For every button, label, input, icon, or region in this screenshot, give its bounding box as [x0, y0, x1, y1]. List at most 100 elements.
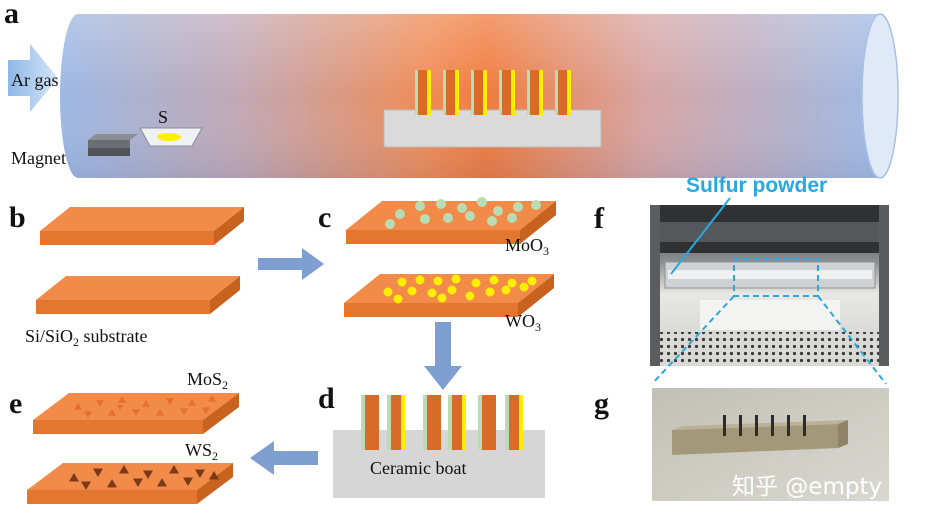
arrow-d-to-e	[250, 441, 318, 475]
wo3-particle	[407, 286, 417, 296]
arrow-b-to-c	[258, 248, 324, 280]
strip-substrate-a	[530, 70, 539, 115]
wo3-particle	[437, 293, 447, 303]
ws2-flake	[119, 465, 129, 474]
wo3-particle	[489, 275, 499, 285]
mos2-flake	[96, 400, 104, 407]
ws2-flake	[81, 481, 91, 490]
ws2-flake	[183, 477, 193, 486]
strip-yellow-a	[567, 70, 571, 115]
mos2-label: MoS2	[187, 369, 228, 392]
substrate-b-bottom	[36, 276, 240, 314]
substrate-b-top	[40, 207, 244, 245]
mos2-flake	[74, 403, 82, 410]
substrate-wo3	[344, 274, 554, 317]
ws2-flake	[93, 468, 103, 477]
sulfur-powder-label: Sulfur powder	[686, 174, 827, 197]
zoom-line-left	[651, 295, 735, 385]
strip-green	[478, 395, 482, 450]
ws2-flake	[157, 478, 167, 487]
moo3-particle	[415, 201, 425, 211]
wo3-particle	[383, 287, 393, 297]
wo3-particle	[501, 285, 511, 295]
ws2-flake	[69, 473, 79, 482]
ws2-flake	[143, 470, 153, 479]
quartz-tube	[60, 13, 899, 179]
wo3-particle	[465, 291, 475, 301]
wo3-particle	[451, 274, 461, 284]
strip-substrate	[452, 395, 462, 450]
strip-green	[448, 395, 452, 450]
strip-substrate	[427, 395, 437, 450]
strip-green-a	[527, 70, 530, 115]
moo3-particle	[493, 206, 503, 216]
strip-substrate-a	[446, 70, 455, 115]
mos2-flake	[108, 409, 116, 416]
wo3-particle	[415, 275, 425, 285]
panel-letter-e: e	[9, 387, 22, 420]
moo3-particle	[465, 211, 475, 221]
magnet-label: Magnet	[11, 148, 66, 168]
ws2-label: WS2	[185, 440, 218, 463]
substrate-mos2	[33, 393, 239, 434]
wo3-particle	[471, 278, 481, 288]
panel-letter-a: a	[4, 0, 19, 30]
panel-g: g 知乎 @empty	[594, 387, 889, 501]
strip-yellow	[462, 395, 466, 450]
panel-a: a Ar gas Magnet S	[4, 0, 899, 179]
wo3-particle	[393, 294, 403, 304]
strip-substrate-a	[558, 70, 567, 115]
mos2-flake	[202, 407, 210, 414]
wo3-particle	[397, 277, 407, 287]
zoom-box	[733, 258, 819, 297]
strip-yellow-a	[483, 70, 487, 115]
panel-d: d Ceramic boat	[318, 382, 545, 498]
strip-green-a	[499, 70, 502, 115]
substrate-pin	[739, 415, 742, 436]
strip-green-a	[471, 70, 474, 115]
mos2-flake	[156, 409, 164, 416]
substrate-pin	[723, 415, 726, 436]
ws2-flake	[133, 478, 143, 487]
moo3-particle	[395, 209, 405, 219]
moo3-particle	[477, 197, 487, 207]
substrate-label: Si/SiO2 substrate	[25, 326, 148, 349]
moo3-particle	[487, 216, 497, 226]
wo3-particle	[527, 276, 537, 286]
mos2-flake	[180, 408, 188, 415]
magnet	[88, 134, 138, 156]
substrate-pin	[787, 415, 790, 436]
strip-substrate	[365, 395, 375, 450]
ws2-flake	[107, 479, 117, 488]
substrate-pin	[771, 415, 774, 436]
wo3-particle	[485, 287, 495, 297]
substrate-pin	[755, 415, 758, 436]
strip-yellow	[401, 395, 405, 450]
boat-photo	[652, 388, 889, 501]
wo3-particle	[447, 285, 457, 295]
panel-letter-b: b	[9, 201, 26, 234]
furnace-photo	[650, 205, 889, 366]
wo3-label: WO3	[505, 311, 541, 334]
mos2-flake	[117, 404, 123, 410]
mos2-flake	[132, 409, 140, 416]
zoom-line-right	[817, 295, 887, 385]
panel-letter-d: d	[318, 382, 335, 415]
substrate-pin	[803, 415, 806, 436]
strip-substrate-a	[474, 70, 483, 115]
strip-green	[361, 395, 365, 450]
strip-yellow	[375, 395, 379, 450]
ar-gas-label: Ar gas	[11, 70, 59, 90]
sulfur-label: S	[158, 107, 168, 127]
panel-c: c MoO3 WO3	[318, 197, 556, 334]
wo3-particle	[433, 276, 443, 286]
strip-green-a	[443, 70, 446, 115]
panel-b: b Si/SiO2 substrate	[9, 201, 244, 349]
moo3-label: MoO3	[505, 235, 549, 258]
sulfur-boat	[139, 127, 203, 147]
mos2-flake	[142, 400, 150, 407]
moo3-particle	[457, 203, 467, 213]
strip-yellow	[492, 395, 496, 450]
strip-yellow	[437, 395, 441, 450]
substrate-ws2	[27, 463, 233, 504]
